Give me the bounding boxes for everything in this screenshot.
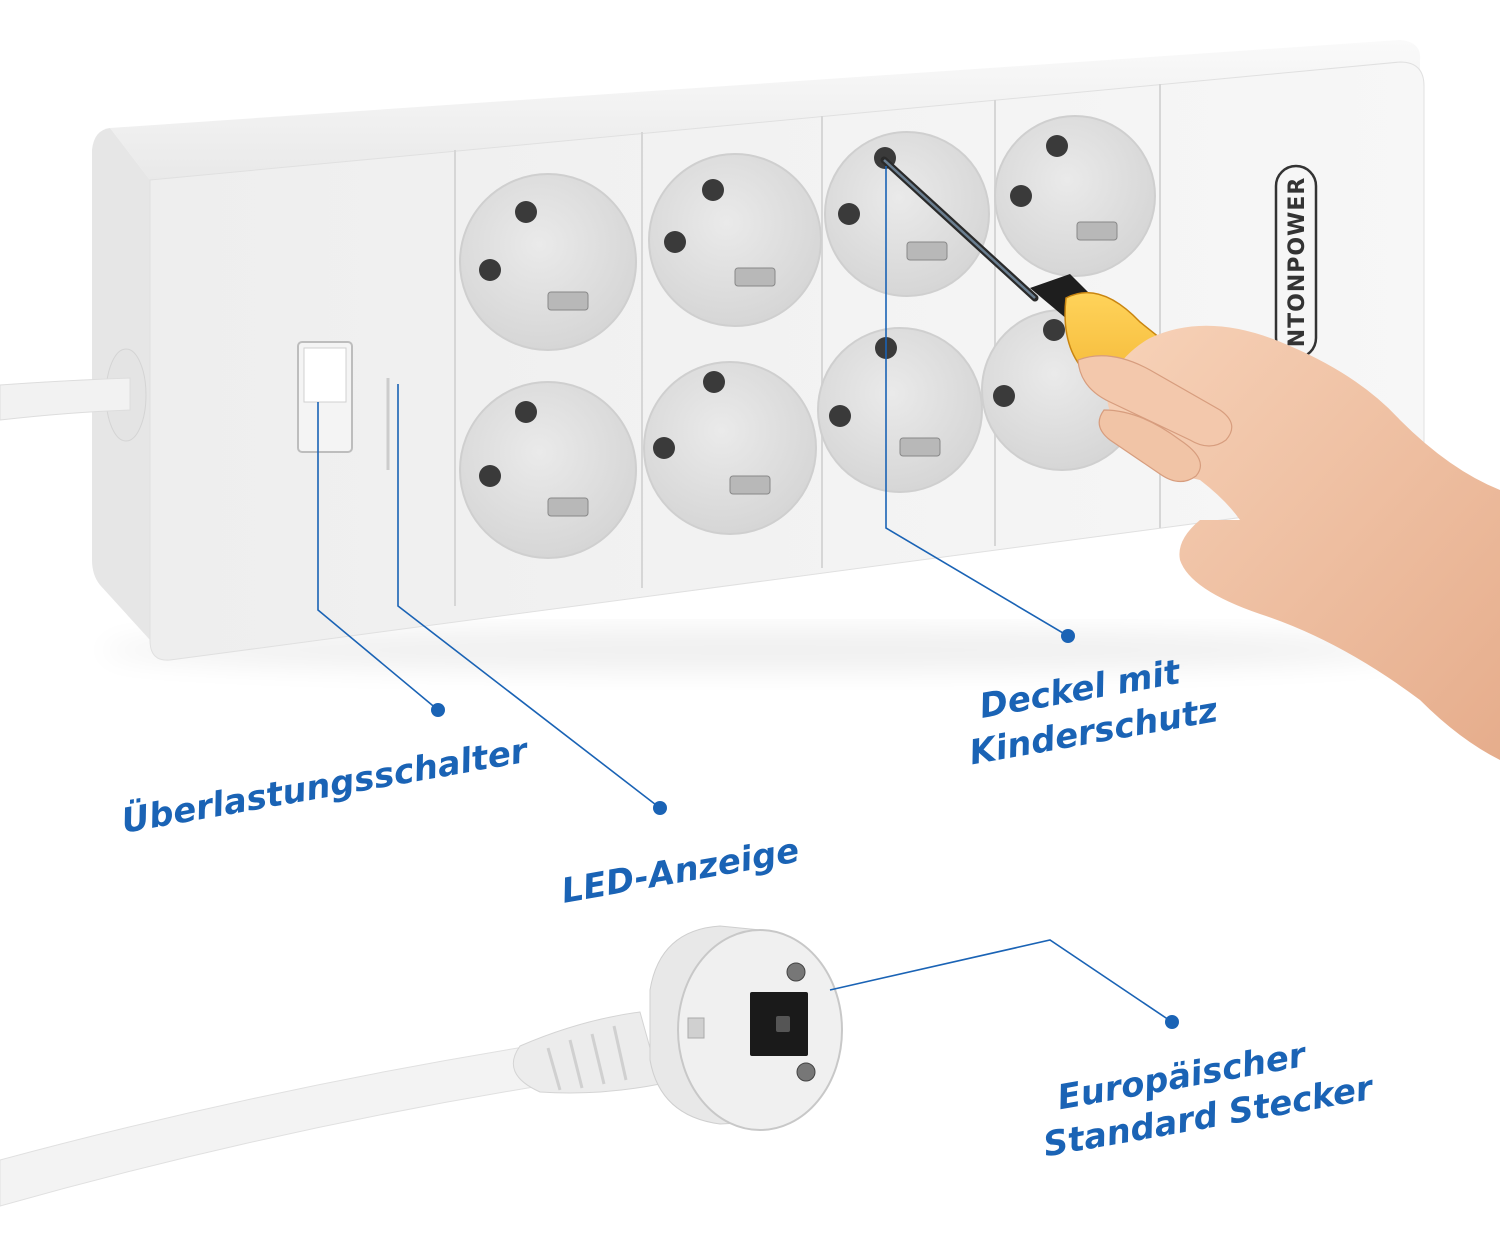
overload-switch	[297, 341, 353, 453]
brand-logo-text: NTONPOWER	[1285, 177, 1310, 348]
sockets	[459, 115, 1156, 559]
socket	[459, 173, 637, 351]
socket	[643, 361, 817, 535]
socket	[994, 115, 1156, 277]
callout-dot-led	[653, 801, 667, 815]
callout-line-plug	[829, 939, 1173, 1023]
callout-dot-overload	[431, 703, 445, 717]
strip-cable	[0, 348, 147, 442]
callout-dot-cover	[1061, 629, 1075, 643]
callouts	[317, 166, 1179, 1029]
callout-line-led	[397, 384, 661, 809]
strip-shadow	[100, 628, 1420, 672]
callout-line-cover	[885, 166, 1069, 637]
callout-dot-plug	[1165, 1015, 1179, 1029]
socket	[648, 153, 822, 327]
strip-top-face	[110, 40, 1421, 180]
euro-plug	[0, 925, 843, 1207]
hand	[1077, 325, 1500, 760]
socket	[459, 381, 637, 559]
callout-line-overload	[317, 402, 439, 711]
socket	[817, 327, 983, 493]
socket	[824, 131, 990, 297]
